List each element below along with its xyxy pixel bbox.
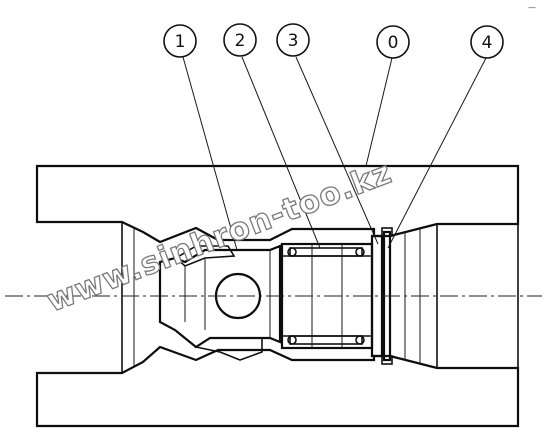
corner-mark: — <box>528 3 536 12</box>
balloon-2-label: 2 <box>235 31 246 51</box>
balloon-0-label: 0 <box>388 33 399 53</box>
housing-bottom-wall <box>35 345 520 428</box>
balloon-1-label: 1 <box>175 32 186 52</box>
watermark-text: www.sinhron-too.kz <box>42 155 397 320</box>
leader-lines <box>182 56 487 251</box>
balloon-3: 3 <box>276 23 310 57</box>
balloon-1: 1 <box>163 24 197 58</box>
watermark: www.sinhron-too.kz <box>41 154 397 320</box>
balloon-4-label: 4 <box>482 33 493 53</box>
balloon-4: 4 <box>470 25 504 59</box>
housing-top-wall <box>35 164 520 244</box>
balloon-0: 0 <box>376 25 410 59</box>
balloon-3-label: 3 <box>288 31 299 51</box>
balloon-2: 2 <box>223 23 257 57</box>
housing-body <box>35 164 520 428</box>
